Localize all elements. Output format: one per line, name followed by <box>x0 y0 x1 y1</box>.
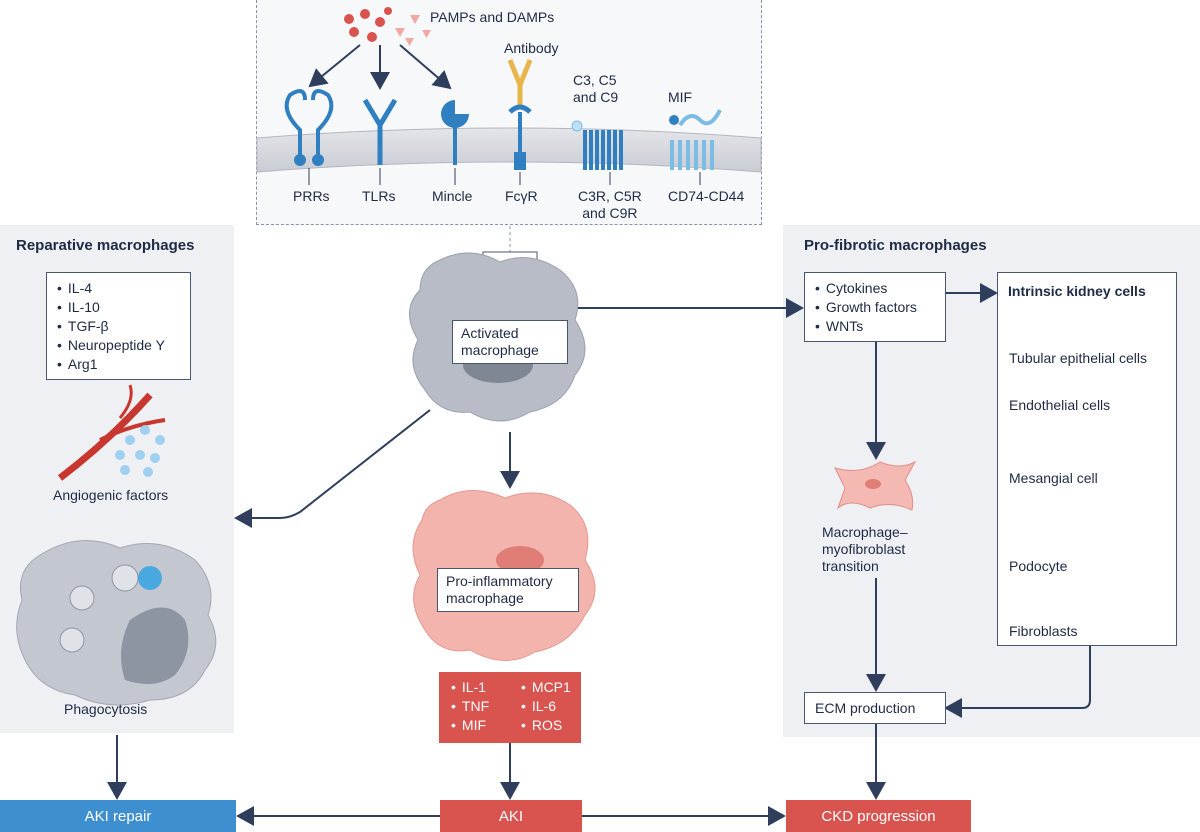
proinflammatory-line-2: macrophage <box>446 590 524 606</box>
receptor-label-prrs: PRRs <box>293 188 330 204</box>
kidney-cell-endothelial: Endothelial cells <box>1009 397 1111 413</box>
mincle-receptor <box>441 100 469 165</box>
receptor-label-mincle: Mincle <box>432 188 473 204</box>
mmt-label-3: transition <box>822 558 879 574</box>
cd74-cd44-receptor <box>669 109 722 170</box>
factor-item: Neuropeptide Y <box>57 336 182 355</box>
activated-macrophage-label: Activated macrophage <box>452 320 568 364</box>
kidney-cell-podocyte: Podocyte <box>1009 558 1068 574</box>
cytokine-item: IL-6 <box>521 697 571 716</box>
reparative-title: Reparative macrophages <box>16 237 195 254</box>
kidney-cell-fibroblasts: Fibroblasts <box>1009 623 1078 639</box>
factor-item: IL-10 <box>57 298 182 317</box>
ckd-progression-box: CKD progression <box>786 800 971 832</box>
phagocytic-macrophage-shape <box>16 539 217 706</box>
kidney-cells-box <box>997 272 1177 646</box>
angiogenic-vessel <box>57 384 166 481</box>
tlr-receptor <box>362 98 398 165</box>
secreted-item: WNTs <box>815 317 937 336</box>
receptor-label-fcgr: FcγR <box>505 188 538 204</box>
aki-box: AKI <box>440 800 582 832</box>
secreted-item: Cytokines <box>815 279 937 298</box>
secreted-factors-box: Cytokines Growth factors WNTs <box>804 272 946 342</box>
cytokine-item: ROS <box>521 716 571 735</box>
kidney-cell-tubular: Tubular epithelial cells <box>1009 350 1147 366</box>
angiogenic-hexagons <box>115 425 165 477</box>
aki-label: AKI <box>498 807 524 825</box>
ecm-production-box: ECM production <box>804 692 946 724</box>
proinflammatory-cytokines-box: IL-1 TNF MIF MCP1 IL-6 ROS <box>439 672 581 743</box>
profibrotic-title: Pro-fibrotic macrophages <box>804 237 987 254</box>
phagocytosis-label: Phagocytosis <box>64 701 148 717</box>
kidney-cell-mesangial: Mesangial cell <box>1009 470 1098 486</box>
factor-item: Arg1 <box>57 355 182 374</box>
mmt-label-2: myofibroblast <box>822 541 906 557</box>
reparative-factors-box: IL-4 IL-10 TGF-β Neuropeptide Y Arg1 <box>46 272 191 380</box>
mmt-label-1: Macrophage– <box>822 524 908 540</box>
proinflammatory-line-1: Pro-inflammatory <box>446 573 553 589</box>
antibody-fcgr <box>507 59 533 170</box>
activated-line-1: Activated <box>461 325 519 341</box>
aki-repair-label: AKI repair <box>84 807 152 825</box>
cytokine-item: MIF <box>451 716 511 735</box>
cytokine-item: IL-1 <box>451 678 511 697</box>
proinflammatory-macrophage-label: Pro-inflammatory macrophage <box>437 568 579 612</box>
mif-label: MIF <box>668 89 693 105</box>
pamps-damps-triangles <box>395 15 431 46</box>
cytokine-item: MCP1 <box>521 678 571 697</box>
receptor-label-c3r: C3R, C5R and C9R <box>578 188 642 221</box>
secreted-item: Growth factors <box>815 298 937 317</box>
factor-item: TGF-β <box>57 317 182 336</box>
angiogenic-label: Angiogenic factors <box>53 487 169 503</box>
prr-receptor <box>284 89 334 166</box>
cell-membrane <box>256 127 762 173</box>
ckd-progression-label: CKD progression <box>821 807 936 825</box>
pamps-damps-label: PAMPs and DAMPs <box>430 9 555 25</box>
pamps-damps-dots <box>344 7 392 42</box>
cytokine-item: TNF <box>451 697 511 716</box>
ecm-production-label: ECM production <box>815 700 916 716</box>
antibody-label: Antibody <box>504 40 559 56</box>
receptor-label-cd74: CD74-CD44 <box>668 188 745 204</box>
receptor-label-tlrs: TLRs <box>362 188 396 204</box>
activated-line-2: macrophage <box>461 342 539 358</box>
complement-receptor <box>571 120 623 170</box>
receptor-inset <box>256 0 762 225</box>
complement-label-1: C3, C5 <box>573 72 617 88</box>
aki-repair-box: AKI repair <box>0 800 236 832</box>
kidney-cells-title: Intrinsic kidney cells <box>1008 283 1146 299</box>
factor-item: IL-4 <box>57 279 182 298</box>
complement-label-2: and C9 <box>573 89 619 105</box>
